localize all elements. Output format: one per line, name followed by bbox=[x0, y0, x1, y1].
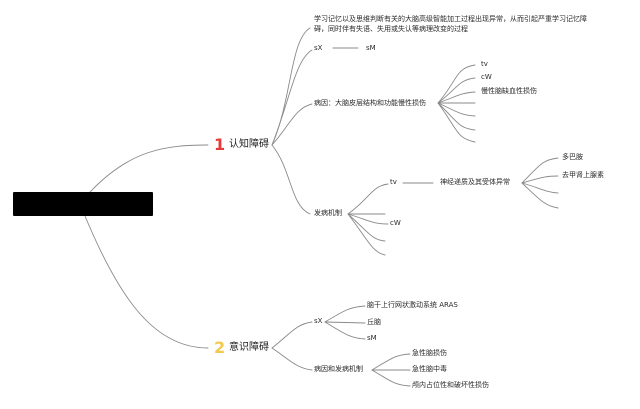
branch-1-label[interactable]: 认知障碍 bbox=[229, 139, 269, 150]
b2-cause-item-1[interactable]: 急性脑损伤 bbox=[412, 349, 447, 357]
cause-to-item-3 bbox=[437, 91, 476, 104]
b2-cause-label[interactable]: 病因和发病机制 bbox=[314, 365, 363, 373]
neuro-to-item-2 bbox=[521, 175, 559, 184]
b1-sx-label[interactable]: sX bbox=[314, 44, 323, 52]
b1-neuro-item-2[interactable]: 去甲肾上腺素 bbox=[562, 171, 604, 179]
b1-neuro-item-1[interactable]: 多巴胺 bbox=[562, 153, 583, 161]
neuro-to-blank-1 bbox=[521, 182, 559, 194]
mechanism-to-blank-3 bbox=[347, 213, 386, 256]
root-to-branch-2-line bbox=[84, 215, 209, 349]
cause-to-item-2 bbox=[437, 77, 476, 104]
b1-cause-item-3[interactable]: 慢性脑缺血性损伤 bbox=[481, 87, 537, 95]
b1-sm-label[interactable]: sM bbox=[366, 44, 376, 52]
b1-definition-label[interactable]: 学习记忆以及思维判断有关的大脑高级智能加工过程出现异常，从而引起严重学习记忆障碍… bbox=[314, 15, 587, 34]
b1-to-definition bbox=[271, 27, 311, 146]
cause-to-blank-3 bbox=[437, 102, 476, 131]
cause-to-blank-2 bbox=[437, 102, 476, 117]
b2-sx-to-item-1 bbox=[324, 305, 366, 323]
b2-cause-to-item-3 bbox=[371, 369, 411, 387]
neuro-to-blank-2 bbox=[521, 182, 559, 209]
root-to-branch-1-line bbox=[89, 144, 209, 193]
b1-cause-item-2[interactable]: cW bbox=[481, 73, 492, 81]
branch-1-number: 1 bbox=[214, 135, 226, 154]
b1-to-sx bbox=[271, 49, 313, 146]
b1-cause-label[interactable]: 病因：大脑皮层结构和功能慢性损伤 bbox=[314, 99, 426, 107]
b2-to-cause bbox=[271, 347, 313, 371]
mechanism-to-blank-2 bbox=[347, 213, 386, 242]
mechanism-to-cw bbox=[347, 213, 389, 225]
b2-cause-item-2[interactable]: 急性脑中毒 bbox=[412, 365, 447, 373]
b2-to-sx bbox=[271, 321, 313, 349]
b1-mechanism-cw[interactable]: cW bbox=[390, 219, 401, 227]
b1-mechanism-label[interactable]: 发病机制 bbox=[314, 209, 342, 217]
b2-sx-item-1[interactable]: 脑干上行网状激动系统 ARAS bbox=[367, 301, 458, 309]
b1-to-cause bbox=[271, 103, 313, 146]
neuro-to-item-1 bbox=[521, 157, 559, 184]
mechanism-to-tv bbox=[347, 183, 389, 215]
branch-2-number: 2 bbox=[214, 338, 226, 357]
b2-cause-item-3[interactable]: 颅内占位性和破坏性损伤 bbox=[412, 381, 489, 389]
b1-to-mechanism bbox=[271, 144, 311, 215]
b2-sx-to-item-2 bbox=[324, 321, 366, 324]
root-node bbox=[13, 192, 153, 216]
b2-sx-item-3[interactable]: sM bbox=[367, 334, 377, 342]
b2-cause-to-item-1 bbox=[371, 353, 411, 371]
b1-cause-item-1[interactable]: tv bbox=[481, 60, 488, 68]
cause-to-blank-4 bbox=[437, 102, 476, 143]
b2-sx-to-item-3 bbox=[324, 321, 366, 340]
b2-sx-item-2[interactable]: 丘脑 bbox=[367, 318, 381, 326]
b1-neuro-label[interactable]: 神经递质及其受体异常 bbox=[440, 178, 510, 186]
cause-to-item-1 bbox=[437, 64, 476, 104]
b1-mechanism-tv[interactable]: tv bbox=[390, 178, 397, 186]
b2-sx-label[interactable]: sX bbox=[314, 317, 323, 325]
branch-2-label[interactable]: 意识障碍 bbox=[229, 342, 269, 353]
